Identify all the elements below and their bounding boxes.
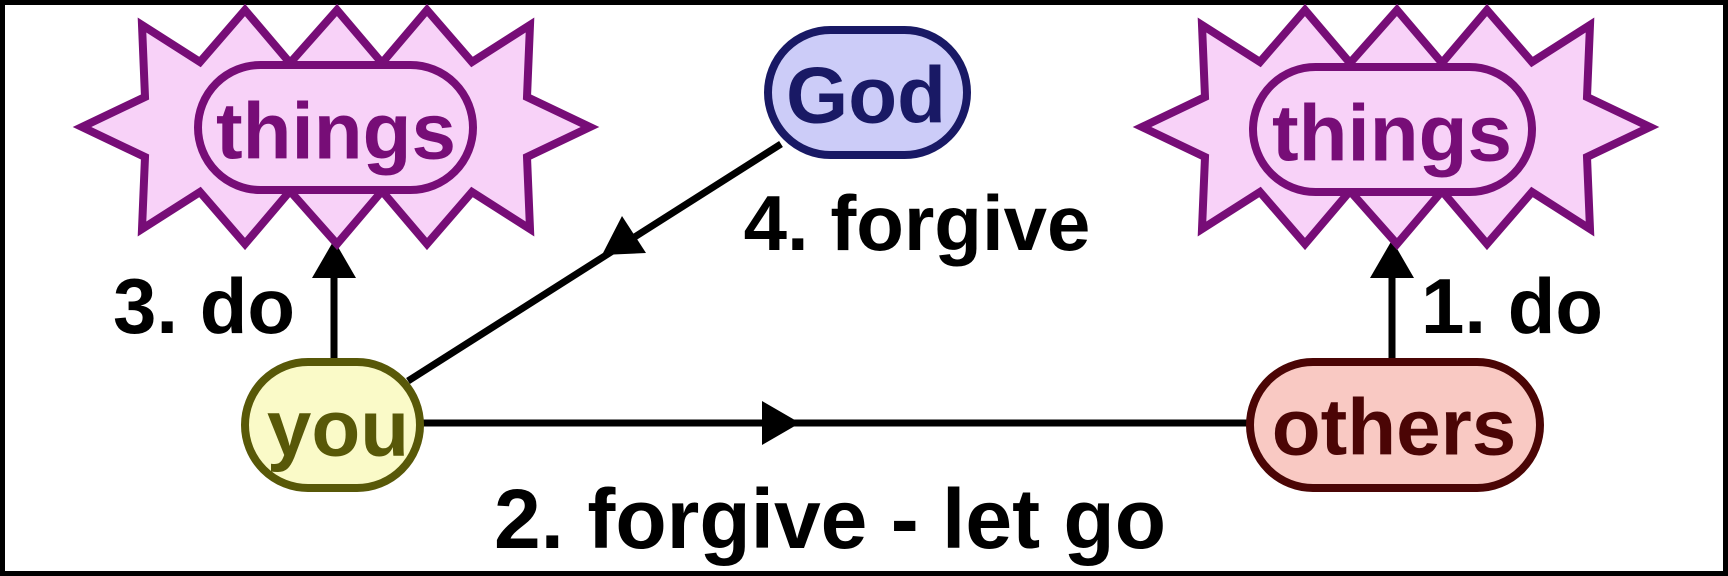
arrow-you-to-things-left-arrowhead	[312, 240, 356, 278]
you-label: you	[267, 384, 409, 473]
things-right-label: things	[1272, 89, 1512, 178]
label-2-forgive-let-go: 2. forgive - let go	[494, 472, 1166, 566]
god-node	[764, 26, 971, 159]
arrow-god-to-you-arrowhead	[602, 216, 646, 255]
label-4-forgive: 4. forgive	[744, 179, 1091, 267]
things-left-node	[194, 61, 477, 194]
others-node	[1246, 358, 1544, 492]
arrow-god-to-you	[406, 141, 783, 384]
label-1-do: 1. do	[1421, 262, 1603, 350]
you-node	[241, 358, 424, 492]
things-right-node	[1249, 63, 1536, 196]
others-label: others	[1272, 383, 1517, 472]
things-left-label: things	[216, 87, 456, 176]
god-label: God	[786, 51, 946, 140]
arrow-others-to-things-right-arrowhead	[1370, 240, 1414, 278]
label-3-do: 3. do	[113, 262, 295, 350]
arrow-you-to-others-arrowhead	[762, 401, 800, 445]
